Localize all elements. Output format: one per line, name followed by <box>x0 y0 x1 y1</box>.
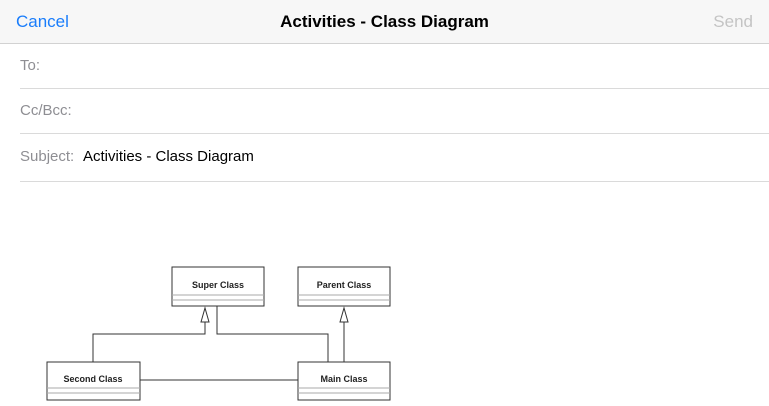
navigation-bar: Cancel Activities - Class Diagram Send <box>0 0 769 44</box>
super-class-box: Super Class <box>171 266 265 307</box>
send-button[interactable]: Send <box>713 12 753 31</box>
subject-label: Subject: <box>20 148 75 165</box>
main-class-label: Main Class <box>320 374 367 384</box>
message-body[interactable]: Super Class Parent Class Second Class <box>0 182 769 406</box>
to-label: To: <box>20 57 41 74</box>
cc-bcc-input[interactable] <box>82 97 746 127</box>
class-diagram-image: Super Class Parent Class Second Class <box>46 266 391 401</box>
subject-value[interactable]: Activities - Class Diagram <box>83 148 254 165</box>
super-arrowhead-icon <box>200 306 210 323</box>
second-class-box: Second Class <box>46 361 141 401</box>
cc-bcc-field[interactable]: Cc/Bcc: <box>20 89 769 134</box>
parent-class-label: Parent Class <box>317 280 372 290</box>
cc-bcc-label: Cc/Bcc: <box>20 102 72 119</box>
parent-class-box: Parent Class <box>297 266 391 307</box>
parent-arrowhead-icon <box>339 306 349 323</box>
main-to-super-connector <box>216 306 329 362</box>
to-field[interactable]: To: <box>20 44 769 89</box>
second-class-label: Second Class <box>63 374 122 384</box>
cancel-button[interactable]: Cancel <box>16 12 69 31</box>
super-class-label: Super Class <box>192 280 244 290</box>
second-to-super-connector <box>92 322 206 362</box>
subject-field[interactable]: Subject: Activities - Class Diagram <box>20 135 769 182</box>
to-input[interactable] <box>50 52 754 82</box>
compose-title: Activities - Class Diagram <box>280 12 489 31</box>
main-class-box: Main Class <box>297 361 391 401</box>
